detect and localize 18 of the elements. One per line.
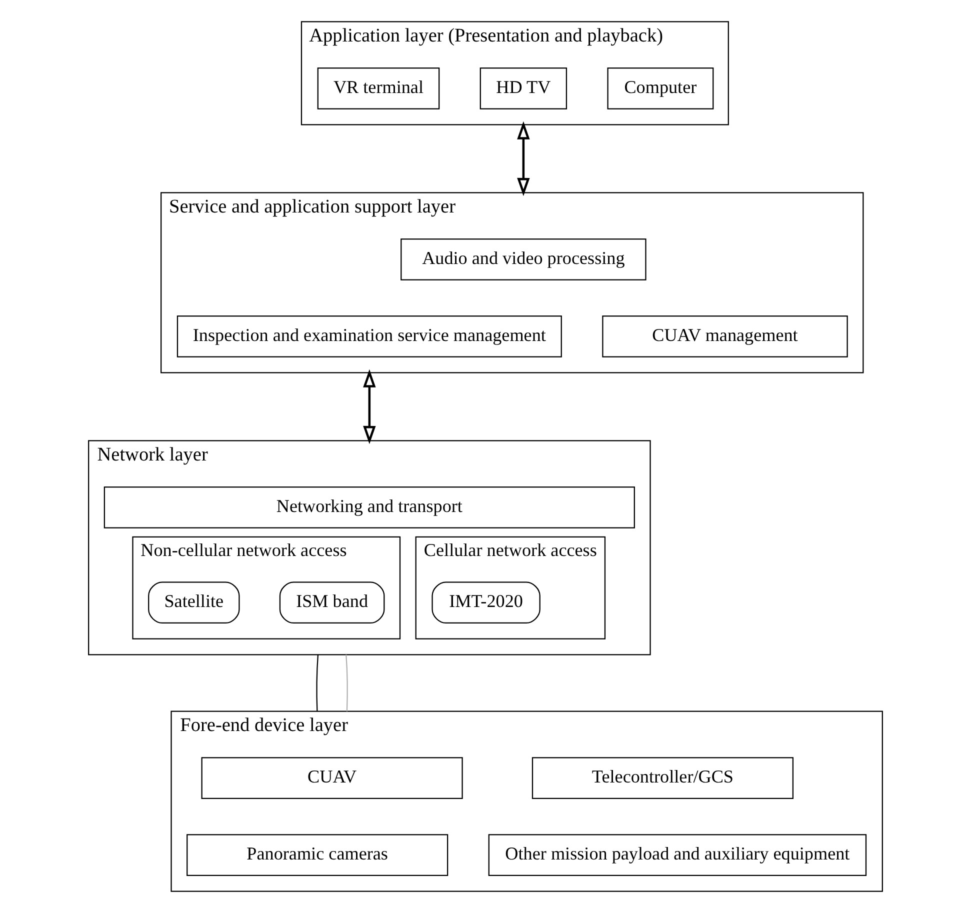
node-box: Inspection and examination service management [176, 316, 562, 358]
node-box: Telecontroller/GCS [532, 757, 794, 800]
node-box: CUAV management [602, 316, 848, 358]
node-box: Satellite [148, 582, 240, 624]
node-box: Audio and video processing [400, 238, 646, 280]
node-box: CUAV [201, 757, 463, 800]
arrow [363, 369, 376, 444]
connector [346, 654, 348, 712]
connector [316, 654, 319, 712]
node-box: HD TV [480, 68, 568, 110]
node-box: Panoramic cameras [186, 834, 448, 876]
arrow [517, 121, 530, 196]
node-box: Computer [607, 68, 714, 110]
node-box: ISM band [279, 582, 385, 624]
node-box: VR terminal [317, 68, 440, 110]
node-box: IMT-2020 [432, 582, 540, 624]
node-box: Networking and transport [104, 486, 635, 528]
node-box: Other mission payload and auxiliary equipment [488, 834, 867, 876]
